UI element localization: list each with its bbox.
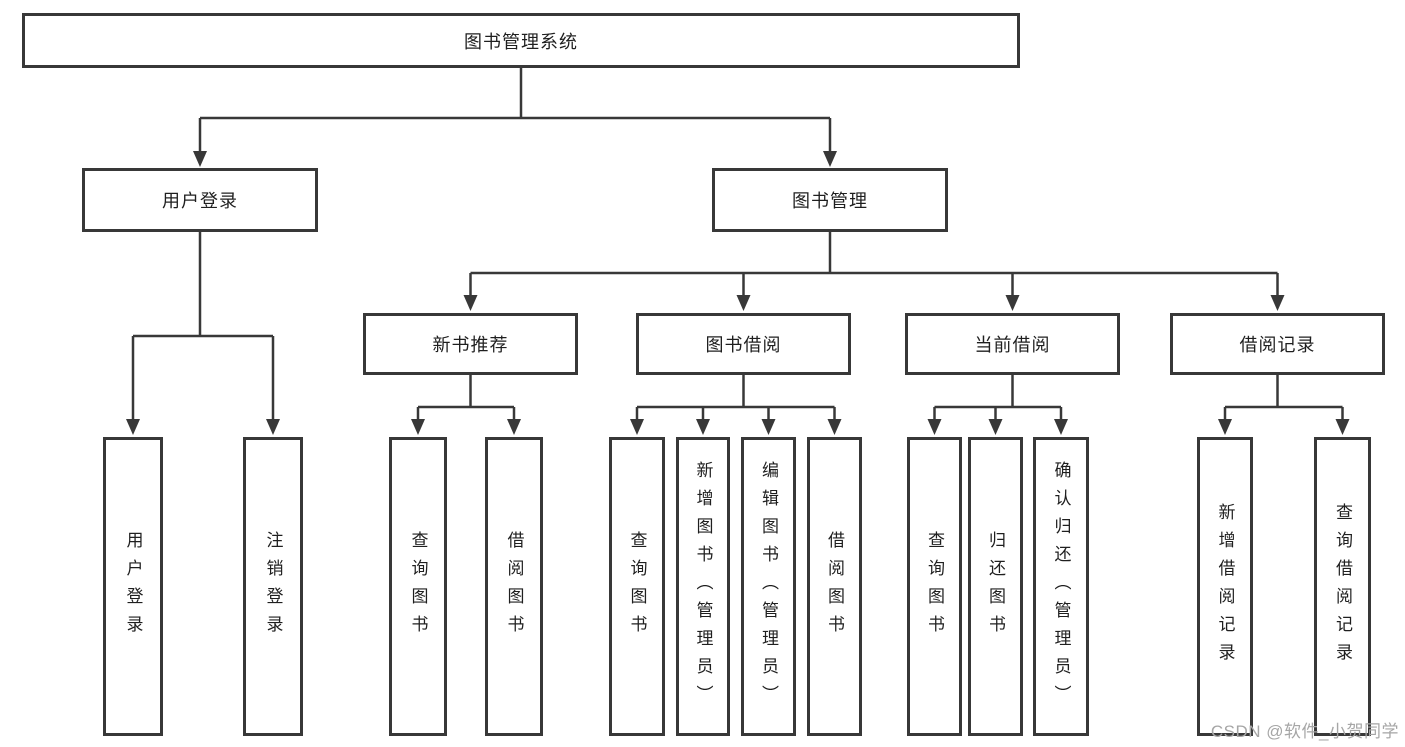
node-current-borrow-label: 当前借阅 [974, 335, 1051, 355]
leaf-add-books-admin: 新增图书（管理员） [676, 437, 730, 736]
node-user-login-label: 用户登录 [162, 191, 238, 211]
node-new-book-recommend-label: 新书推荐 [432, 335, 509, 355]
leaf-return-books: 归还图书 [968, 437, 1023, 736]
leaf-query-borrow-record: 查询借阅记录 [1314, 437, 1371, 736]
leaf-query-books-current: 查询图书 [907, 437, 962, 736]
leaf-query-books-recommend: 查询图书 [389, 437, 447, 736]
leaf-query-books-borrow: 查询图书 [609, 437, 665, 736]
leaf-borrow-books: 借阅图书 [807, 437, 862, 736]
leaf-add-borrow-record: 新增借阅记录 [1197, 437, 1253, 736]
leaf-borrow-books-recommend: 借阅图书 [485, 437, 543, 736]
arrowheads [126, 151, 1350, 435]
node-borrow-records: 借阅记录 [1170, 313, 1385, 375]
node-book-management-label: 图书管理 [792, 191, 868, 211]
node-root: 图书管理系统 [22, 13, 1020, 68]
leaf-logout: 注销登录 [243, 437, 303, 736]
leaf-confirm-return-admin: 确认归还（管理员） [1033, 437, 1089, 736]
node-book-management: 图书管理 [712, 168, 948, 232]
watermark-text: CSDN @软件_小贺同学 [1210, 722, 1399, 741]
node-new-book-recommend: 新书推荐 [363, 313, 578, 375]
node-current-borrow: 当前借阅 [905, 313, 1120, 375]
leaf-user-login: 用户登录 [103, 437, 163, 736]
leaf-edit-books-admin: 编辑图书（管理员） [741, 437, 796, 736]
node-borrow-records-label: 借阅记录 [1239, 335, 1316, 355]
node-root-label: 图书管理系统 [464, 31, 578, 52]
node-book-borrow: 图书借阅 [636, 313, 851, 375]
node-book-borrow-label: 图书借阅 [705, 335, 782, 355]
node-user-login: 用户登录 [82, 168, 318, 232]
